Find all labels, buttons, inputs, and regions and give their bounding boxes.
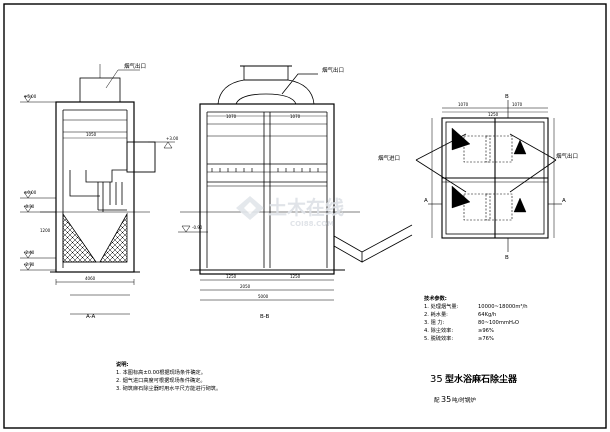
smoke-outlet-mid-label: 烟气出口 xyxy=(322,66,344,74)
watermark: 土木在线 COI88.COM xyxy=(236,196,344,228)
tech-row-3-key: 3. 阻 力: xyxy=(424,318,445,326)
elev-m270-label: -2.70 xyxy=(24,262,35,267)
tech-row-2-key: 2. 耗水量: xyxy=(424,310,448,318)
tech-row-1-key: 1. 处理烟气量: xyxy=(424,302,459,310)
bb-spray-nozzles xyxy=(211,168,319,172)
bb-outlet-flange xyxy=(243,65,289,81)
tech-row-5-key: 5. 脱硫效率: xyxy=(424,334,453,342)
aa-elevations xyxy=(20,69,175,271)
notes-line-3: 3. 砌筑麻石除尘器时用水平尺方能进行砌筑。 xyxy=(116,384,221,392)
smoke-outlet-left-label: 烟气出口 xyxy=(124,62,146,70)
smoke-inlet-label: 烟气进口 xyxy=(378,154,400,162)
tech-row-4-key: 4. 除尘效率: xyxy=(424,326,453,334)
bb-outer-body xyxy=(199,103,335,275)
elev-m030-label: -0.30 xyxy=(24,204,35,209)
notes-line-1: 1. 本图标高±0.00根据现场条件确定。 xyxy=(116,368,206,376)
title-sub-suffix: 吨/时锅炉 xyxy=(452,396,476,404)
tech-row-2-val: 64Kg/h xyxy=(478,312,496,318)
dim-d8: 1250 xyxy=(226,274,237,279)
title-sub-prefix: 配 xyxy=(434,397,440,404)
dim-d11: 1070 xyxy=(512,102,523,107)
elev-500-label: +5.00 xyxy=(24,94,37,99)
dim-d12: 1250 xyxy=(488,112,499,117)
dim-d5: 1200 xyxy=(40,228,51,233)
title-prefix: 35 xyxy=(430,374,443,385)
tech-row-3-val: 80~100mmH₂O xyxy=(478,320,519,326)
tech-row-1-val: 10000~18000m³/h xyxy=(478,304,528,310)
tech-row-4-val: ≥96% xyxy=(478,328,494,334)
tech-row-5-val: ≥76% xyxy=(478,336,494,342)
dim-d9: 1250 xyxy=(290,274,301,279)
title-sub-num: 35 xyxy=(441,395,451,404)
elev-000-label: ±0.00 xyxy=(24,190,37,195)
notes-heading: 说明: xyxy=(116,360,128,368)
plan-flow-wedges xyxy=(451,127,527,213)
dim-d1: 1050 xyxy=(86,132,97,137)
dim-d13: 5000 xyxy=(258,294,269,299)
elev-300-label: +3.00 xyxy=(166,136,179,141)
section-aa xyxy=(40,64,156,315)
tech-params: 技术参数: 1. 处理烟气量: 10000~18000m³/h 2. 耗水量: … xyxy=(424,294,528,342)
plan-b-top-label: B xyxy=(505,94,509,100)
plan-view xyxy=(415,100,562,252)
aa-outlet-stack xyxy=(79,77,121,103)
section-aa-label: A-A xyxy=(86,314,96,320)
drawing-title: 35 型水浴麻石除尘器 配 35 吨/时锅炉 xyxy=(430,373,518,404)
plan-a-right-label: A xyxy=(562,198,566,204)
sheet-border xyxy=(3,3,607,429)
watermark-en: COI88.COM xyxy=(290,220,334,228)
bb-elevations xyxy=(178,225,208,233)
title-main: 型水浴麻石除尘器 xyxy=(445,373,518,385)
dim-d7: 1070 xyxy=(290,114,301,119)
dim-d6: 1070 xyxy=(226,114,237,119)
smoke-outlet-right-label: 烟气出口 xyxy=(556,152,578,160)
dim-d4: 2050 xyxy=(240,284,251,289)
elev-m240-label: -2.40 xyxy=(24,250,35,255)
tech-heading: 技术参数: xyxy=(424,294,447,302)
watermark-cn: 土木在线 xyxy=(268,196,344,219)
plan-a-left-label: A xyxy=(424,198,428,204)
section-bb xyxy=(180,65,413,301)
notes-line-2: 2. 烟气进口高度可根据现场条件确定。 xyxy=(116,376,206,384)
dim-d10: 1070 xyxy=(458,102,469,107)
section-bb-label: B-B xyxy=(260,314,270,320)
notes: 说明: 1. 本图标高±0.00根据现场条件确定。 2. 烟气进口高度可根据现场… xyxy=(116,360,221,392)
plan-b-bottom-label: B xyxy=(505,255,509,261)
aa-inlet-duct xyxy=(126,141,156,173)
dim-d3: 4060 xyxy=(85,276,96,281)
elev-m090-label: -0.90 xyxy=(192,225,203,230)
